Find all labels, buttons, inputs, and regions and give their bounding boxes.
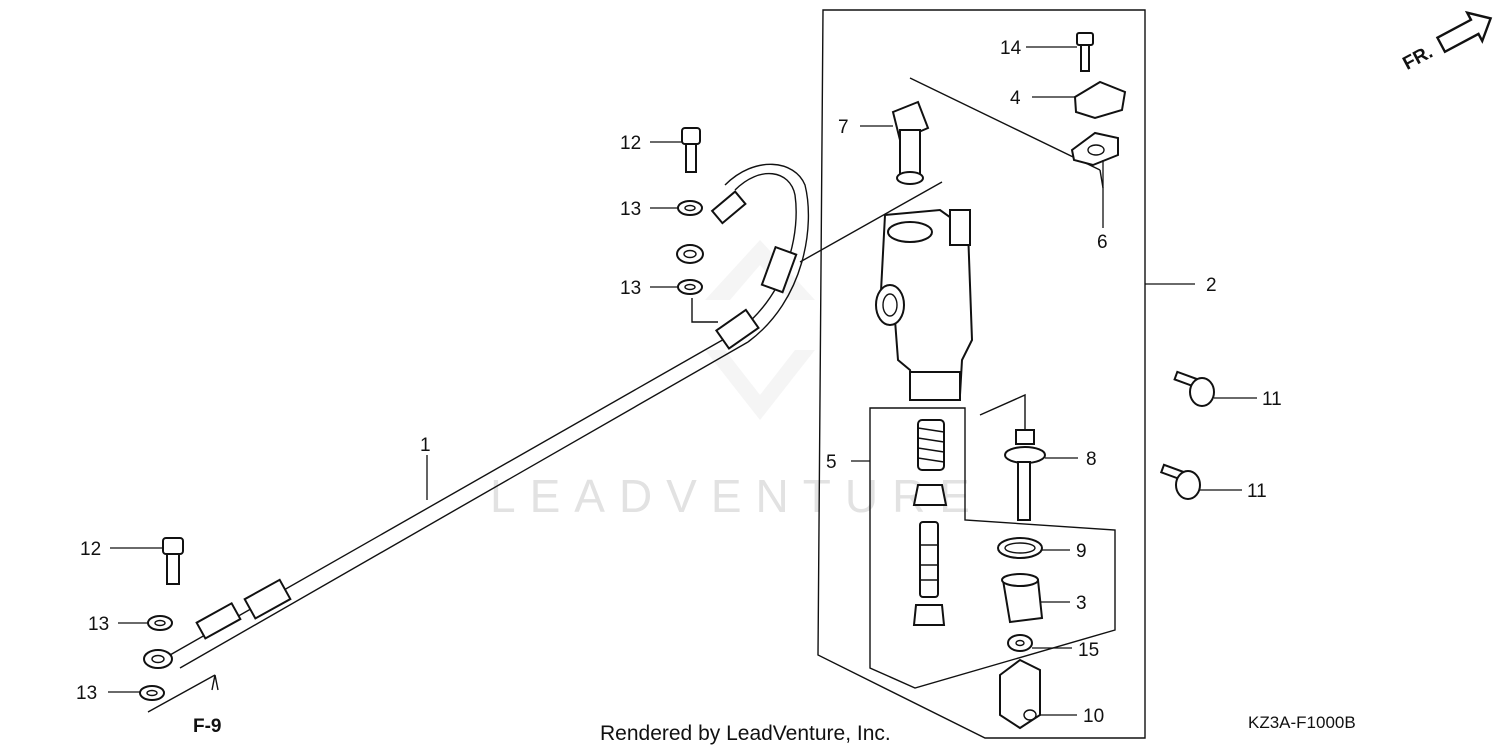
kit-outline [817,9,1146,739]
assembly-guide-upper [691,181,943,323]
callout-13-lower-b: 13 [76,683,97,704]
joint-cover-plate[interactable] [1073,80,1127,120]
hose-banjo-fitting-lower[interactable] [143,649,173,669]
assembly-guide-lower [147,674,219,713]
push-rod[interactable] [979,393,1046,521]
sealing-washer[interactable] [147,615,173,631]
brake-hose[interactable] [169,163,810,669]
callout-15: 15 [1078,640,1099,661]
callout-7: 7 [838,117,849,138]
callout-12-lower: 12 [80,539,101,560]
mounting-bolt[interactable] [1173,370,1215,407]
callout-1: 1 [420,435,431,456]
front-direction-arrow-icon [1435,10,1493,54]
banjo-bolt-lower[interactable] [162,537,184,585]
callout-10: 10 [1083,706,1104,727]
front-indicator: FR. [1400,42,1437,75]
reservoir-hose-joint[interactable] [891,100,930,185]
watermark-text: LEADVENTURE [490,470,984,522]
callout-13-upper-a: 13 [620,199,641,220]
reference-link[interactable]: F-9 [193,716,222,737]
credit-text: Rendered by LeadVenture, Inc. [600,722,891,745]
callout-13-upper-b: 13 [620,278,641,299]
callout-3: 3 [1076,593,1087,614]
push-rod-joint[interactable] [999,658,1041,730]
callout-9: 9 [1076,541,1087,562]
hose-banjo-fitting-upper[interactable] [676,244,704,264]
callout-6: 6 [1097,232,1108,253]
cover-bolt[interactable] [1076,32,1094,72]
primary-cup[interactable] [912,484,948,506]
callout-5: 5 [826,452,837,473]
sealing-washer[interactable] [677,279,703,295]
mounting-bolt[interactable] [1159,463,1201,500]
rod-boot[interactable] [1001,573,1044,624]
sealing-washer[interactable] [139,685,165,701]
secondary-cup[interactable] [912,604,946,626]
callout-11-lower: 11 [1247,481,1267,502]
callout-4: 4 [1010,88,1021,109]
assembly-guide-joint [909,77,1104,189]
joint-gasket[interactable] [1070,131,1119,167]
piston[interactable] [919,521,939,598]
joint-nut[interactable] [1007,634,1033,652]
callout-2: 2 [1206,275,1217,296]
master-cylinder-body[interactable] [875,208,974,401]
callout-14: 14 [1000,38,1022,59]
callout-11-upper: 11 [1262,389,1282,410]
banjo-bolt-upper[interactable] [681,127,701,173]
diagram-code: KZ3A-F1000B [1248,713,1356,732]
watermark-logo [705,240,815,420]
leader-lines [108,46,1257,716]
piston-set-outline [869,407,1116,689]
callout-12-upper: 12 [620,133,641,154]
callout-8: 8 [1086,449,1097,470]
callout-13-lower-a: 13 [88,614,109,635]
piston-spring[interactable] [917,419,945,471]
sealing-washer[interactable] [677,200,703,216]
circlip[interactable] [997,537,1043,559]
